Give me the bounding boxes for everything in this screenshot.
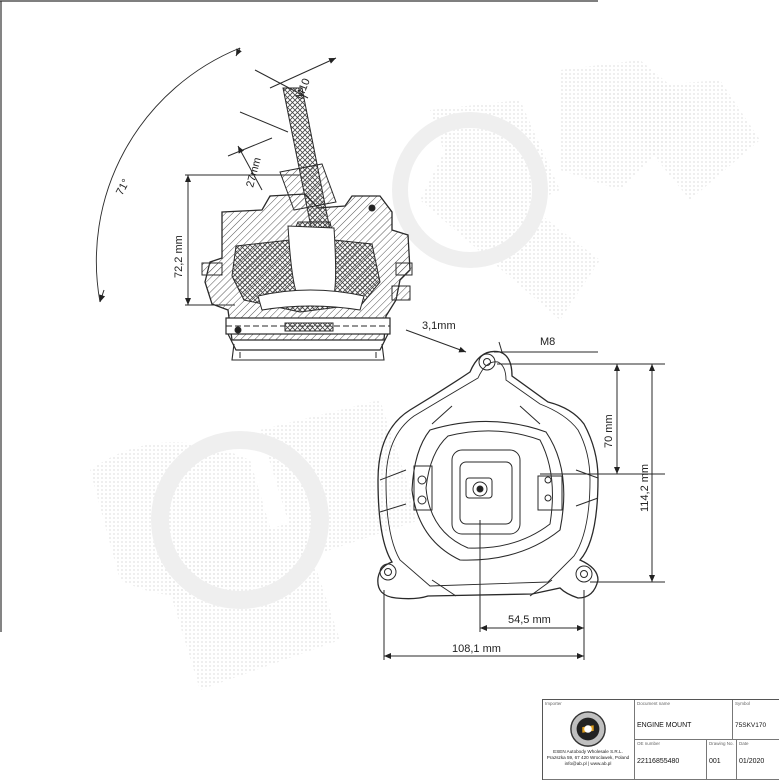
sheet-frame	[0, 0, 598, 632]
side-section-view	[95, 47, 413, 361]
version-value: 001	[709, 758, 721, 765]
document-name-cell: Document name ENGINE MOUNT	[635, 700, 733, 740]
company-line: info@ab.pl | www.ab.pl	[564, 760, 612, 766]
symbol-cell: Symbol 75SKV170	[733, 700, 779, 740]
dim-overall-width: 108,1 mm	[452, 643, 501, 655]
title-block: Importer ESEN Autobody Wholesale S.R.L. …	[542, 699, 779, 780]
date-value: 01/2020	[739, 758, 765, 765]
date-label: Date	[739, 741, 749, 746]
symbol-label: Symbol	[735, 701, 751, 706]
dim-offset: 3,1mm	[422, 320, 456, 332]
oe-number: 22116855480	[637, 758, 680, 765]
dim-thread-bottom: M8	[540, 336, 555, 348]
version-label: Drawing No.	[709, 741, 734, 746]
dim-hex: 27mm	[244, 156, 264, 189]
company-line: ESEN Autobody Wholesale S.R.L.	[553, 749, 623, 754]
dim-half-width: 54,5 mm	[508, 614, 551, 626]
oe-number-cell: OE number 22116855480	[635, 740, 707, 780]
company-address: ESEN Autobody Wholesale S.R.L. Prazszka …	[545, 749, 631, 766]
dim-height: 72,2 mm	[173, 235, 185, 278]
watermark-logo	[90, 60, 760, 690]
dim-angle: 71°	[114, 177, 132, 197]
dim-thread-top: M10	[294, 77, 313, 101]
document-name: ENGINE MOUNT	[637, 722, 692, 729]
date-cell: Date 01/2020	[737, 740, 779, 780]
version-cell: Drawing No. 001	[707, 740, 737, 780]
company-logo	[570, 711, 606, 747]
dim-hole-spacing: 70 mm	[603, 414, 615, 448]
symbol-value: 75SKV170	[735, 722, 767, 729]
oe-label: OE number	[637, 741, 661, 746]
dim-overall-height: 114,2 mm	[639, 464, 651, 512]
top-view	[377, 329, 665, 660]
company-line: Prazszka 59, 67 420 Wroclawek, Poland	[546, 754, 630, 760]
importer-cell: Importer ESEN Autobody Wholesale S.R.L. …	[543, 700, 635, 780]
document-label: Document name	[637, 701, 671, 706]
importer-label: Importer	[545, 701, 562, 706]
